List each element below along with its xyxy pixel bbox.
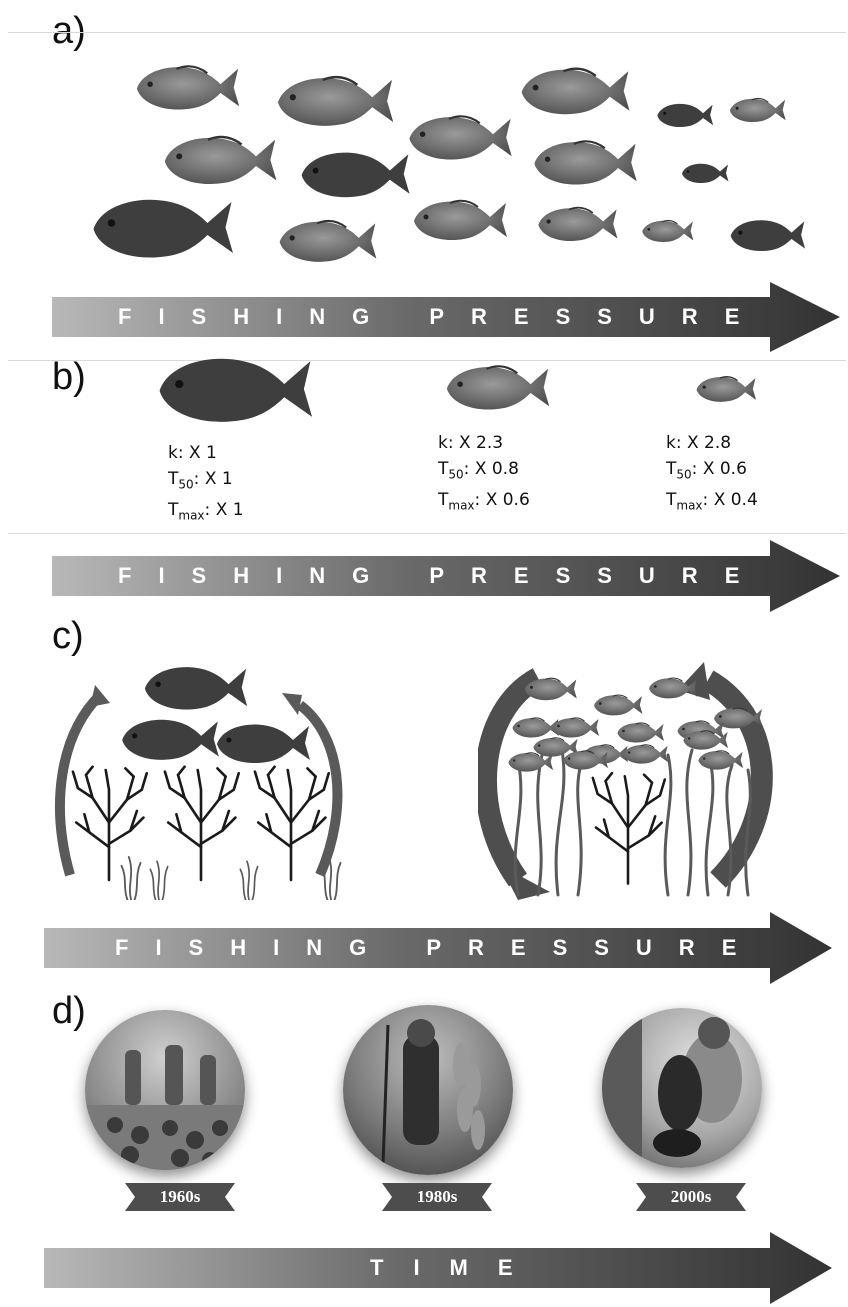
coral-reef-scene-low-pressure xyxy=(50,655,360,905)
fish-medium-b xyxy=(425,360,570,415)
photo-1980s xyxy=(343,1005,513,1175)
param-k-label: k: xyxy=(666,433,682,453)
params-small: k: X 2.8 T50: X 0.6 Tmax: X 0.4 xyxy=(666,430,758,519)
param-t-label: T xyxy=(168,500,178,520)
era-label-1960s: 1960s xyxy=(125,1187,235,1207)
param-k-value: X 1 xyxy=(189,443,217,463)
param-k-value: X 2.3 xyxy=(459,433,503,453)
param-k-label: k: xyxy=(438,433,454,453)
divider-top xyxy=(8,32,846,33)
arrow-label-time: TIME xyxy=(370,1232,543,1304)
param-tmax-sub: max xyxy=(448,499,474,513)
photo-1960s-scene xyxy=(85,1010,245,1170)
fish-small-b xyxy=(686,373,766,405)
param-t50-sub: 50 xyxy=(676,467,691,481)
panel-label-a: a) xyxy=(52,12,86,50)
param-t50-value: X 1 xyxy=(205,469,233,489)
param-tmax-value: X 0.4 xyxy=(714,490,758,510)
photo-2000s xyxy=(602,1008,762,1168)
param-t-label: T xyxy=(168,469,178,489)
fishing-pressure-arrow-c: FISHING PRESSURE xyxy=(0,912,848,984)
param-t50-value: X 0.8 xyxy=(475,459,519,479)
fish-assemblage-a xyxy=(80,50,820,270)
photo-2000s-scene xyxy=(602,1008,762,1168)
param-tmax-sub: max xyxy=(676,499,702,513)
arrow-label-c: FISHING PRESSURE xyxy=(115,912,763,984)
param-k-value: X 2.8 xyxy=(687,433,731,453)
arrow-label-a: FISHING PRESSURE xyxy=(118,282,766,352)
param-colon: : xyxy=(194,469,200,489)
era-ribbon-2000s: 2000s xyxy=(636,1183,746,1211)
param-colon: : xyxy=(703,490,709,510)
param-colon: : xyxy=(475,490,481,510)
param-t50-value: X 0.6 xyxy=(703,459,747,479)
param-t50-sub: 50 xyxy=(448,467,463,481)
era-label-2000s: 2000s xyxy=(636,1187,746,1207)
panel-label-b: b) xyxy=(52,358,86,396)
param-t50-sub: 50 xyxy=(178,477,193,491)
panel-label-d: d) xyxy=(52,992,86,1030)
era-ribbon-1960s: 1960s xyxy=(125,1183,235,1211)
param-k-label: k: xyxy=(168,443,184,463)
param-colon: : xyxy=(205,500,211,520)
param-tmax-sub: max xyxy=(178,509,204,523)
arrow-label-b: FISHING PRESSURE xyxy=(118,540,766,612)
param-t-label: T xyxy=(666,490,676,510)
fishing-pressure-arrow-a: FISHING PRESSURE xyxy=(0,282,848,352)
params-large: k: X 1 T50: X 1 Tmax: X 1 xyxy=(168,440,244,529)
photo-1960s xyxy=(85,1010,245,1170)
divider-b-bottom xyxy=(8,533,846,534)
era-label-1980s: 1980s xyxy=(382,1187,492,1207)
fish-large-b xyxy=(135,348,335,430)
algae-reef-scene-high-pressure xyxy=(478,660,778,900)
param-t-label: T xyxy=(438,459,448,479)
panel-label-c: c) xyxy=(52,617,84,655)
param-tmax-value: X 0.6 xyxy=(486,490,530,510)
param-t-label: T xyxy=(666,459,676,479)
fishing-pressure-arrow-b: FISHING PRESSURE xyxy=(0,540,848,612)
era-ribbon-1980s: 1980s xyxy=(382,1183,492,1211)
param-t-label: T xyxy=(438,490,448,510)
photo-1980s-scene xyxy=(343,1005,513,1175)
param-colon: : xyxy=(692,459,698,479)
param-tmax-value: X 1 xyxy=(216,500,244,520)
time-arrow: TIME xyxy=(0,1232,848,1304)
param-colon: : xyxy=(464,459,470,479)
params-medium: k: X 2.3 T50: X 0.8 Tmax: X 0.6 xyxy=(438,430,530,519)
